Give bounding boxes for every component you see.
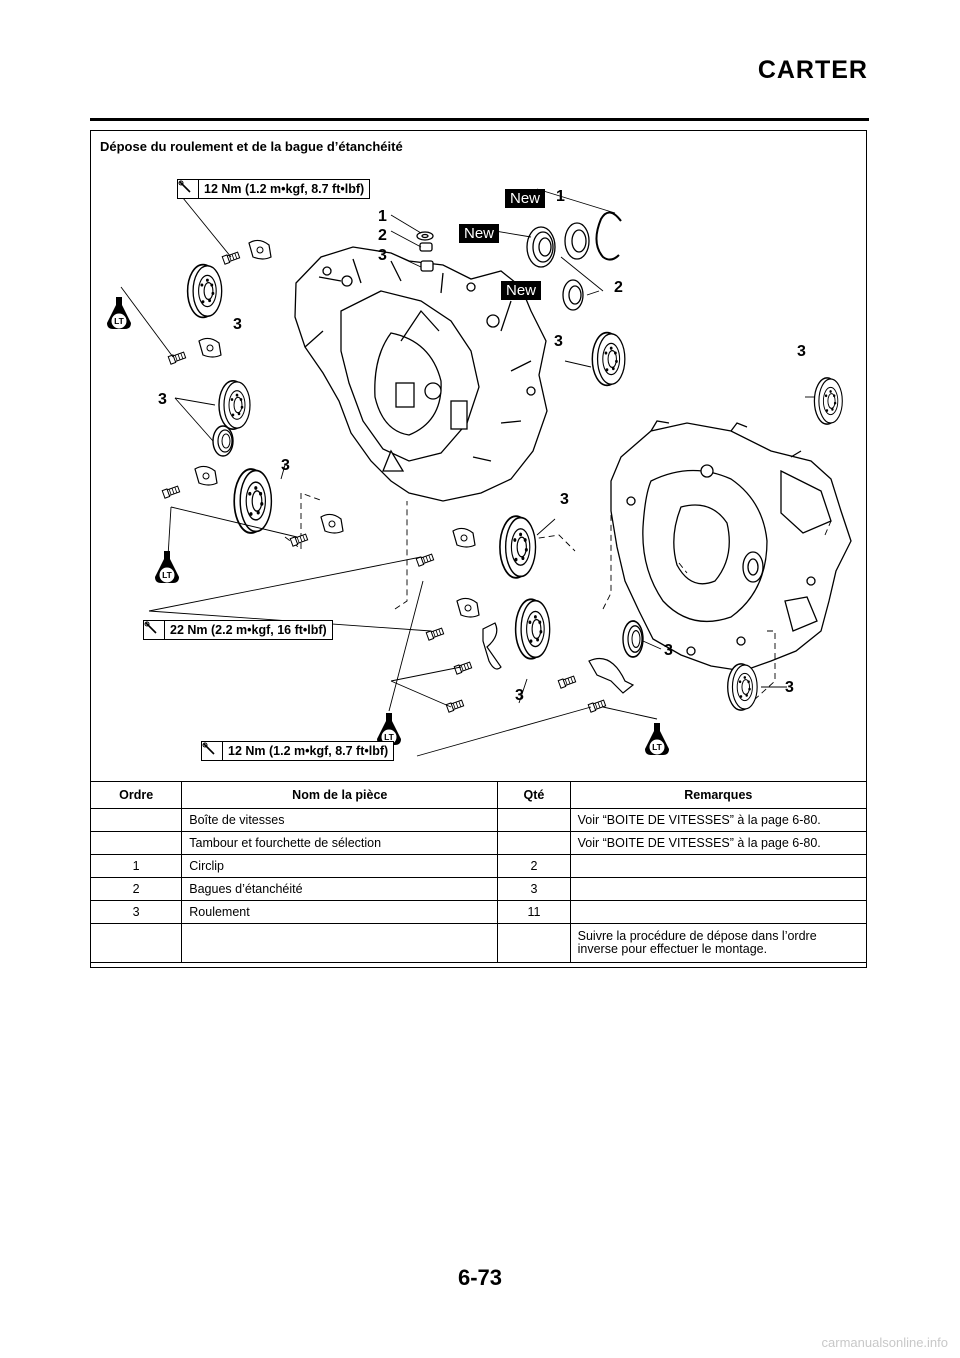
new-part-tag: New [505, 189, 546, 208]
order-cell: 3 [89, 900, 183, 924]
torque-wrench-icon [144, 621, 165, 639]
table-row: 1 Circlip 2 [89, 854, 868, 878]
column-header: Qté [497, 781, 571, 809]
torque-spec-middle: 22 Nm (2.2 m•kgf, 16 ft•lbf) [143, 620, 333, 640]
torque-spec-top: 12 Nm (1.2 m•kgf, 8.7 ft•lbf) [177, 179, 371, 199]
callout-number: 3 [554, 333, 563, 350]
torque-value: 12 Nm (1.2 m•kgf, 8.7 ft•lbf) [228, 744, 389, 758]
quantity-cell: 3 [497, 877, 571, 901]
torque-wrench-icon [178, 180, 199, 198]
order-cell [89, 808, 183, 832]
part-name-cell: Roulement [181, 900, 499, 924]
callout-number: 3 [233, 316, 242, 333]
lt-label: LT [652, 742, 663, 752]
quantity-cell [497, 808, 571, 832]
order-cell [89, 831, 183, 855]
quantity-cell: 2 [497, 854, 571, 878]
remarks-cell [569, 877, 868, 901]
torque-value: 12 Nm (1.2 m•kgf, 8.7 ft•lbf) [204, 182, 365, 196]
callout-number: 3 [785, 679, 794, 696]
remarks-cell [569, 854, 868, 878]
top-parts [416, 211, 622, 311]
table-row: Tambour et fourchette de sélection Voir … [89, 831, 868, 855]
lt-label: LT [384, 732, 395, 742]
column-header: Remarques [569, 781, 868, 809]
page-title: CARTER [757, 56, 868, 84]
column-header: Ordre [89, 781, 183, 809]
exploded-view-diagram: LT LT LT LT 12 Nm (1.2 m•kgf, 8.7 ft•lbf… [91, 161, 868, 781]
callout-number: 3 [158, 391, 167, 408]
table-row: Suivre la procédure de dépose dans l’ord… [89, 923, 868, 963]
callout-number: 1 [556, 188, 565, 205]
callout-number: 3 [797, 343, 806, 360]
order-cell [89, 923, 183, 963]
callout-number: 3 [281, 457, 290, 474]
left-parts [161, 239, 844, 713]
remarks-cell: Suivre la procédure de dépose dans l’ord… [569, 923, 868, 963]
quantity-cell [497, 923, 571, 963]
lt-label: LT [162, 570, 173, 580]
part-name-cell [181, 923, 499, 963]
table-row: 2 Bagues d’étanchéité 3 [89, 877, 868, 901]
remarks-cell: Voir “BOITE DE VITESSES” à la page 6-80. [569, 831, 868, 855]
callout-number: 2 [378, 227, 387, 244]
callout-number: 3 [664, 642, 673, 659]
part-name-cell: Circlip [181, 854, 499, 878]
right-crankcase [610, 420, 852, 672]
order-cell: 2 [89, 877, 183, 901]
part-name-cell: Bagues d’étanchéité [181, 877, 499, 901]
quantity-cell: 11 [497, 900, 571, 924]
part-name-cell: Boîte de vitesses [181, 808, 499, 832]
callout-number: 1 [378, 208, 387, 225]
remarks-cell [569, 900, 868, 924]
callout-number: 3 [515, 687, 524, 704]
new-part-tag: New [501, 281, 542, 300]
watermark: carmanualsonline.info [821, 1335, 948, 1350]
torque-value: 22 Nm (2.2 m•kgf, 16 ft•lbf) [170, 623, 327, 637]
torque-wrench-icon [202, 742, 223, 760]
column-header: Nom de la pièce [181, 781, 499, 809]
order-cell: 1 [89, 854, 183, 878]
page-number: 6-73 [457, 1265, 503, 1290]
lt-label: LT [114, 316, 125, 326]
callout-number: 3 [378, 247, 387, 264]
section-heading: Dépose du roulement et de la bague d’éta… [100, 139, 403, 154]
parts-table: Ordre Nom de la pièce Qté Remarques Boît… [89, 781, 868, 963]
quantity-cell [497, 831, 571, 855]
table-header-row: Ordre Nom de la pièce Qté Remarques [89, 781, 868, 809]
part-name-cell: Tambour et fourchette de sélection [181, 831, 499, 855]
title-rule [90, 118, 869, 121]
remarks-cell: Voir “BOITE DE VITESSES” à la page 6-80. [569, 808, 868, 832]
new-part-tag: New [459, 224, 500, 243]
torque-spec-bottom: 12 Nm (1.2 m•kgf, 8.7 ft•lbf) [201, 741, 395, 761]
diagram-drawing: LT LT LT LT [107, 188, 852, 757]
table-row: 3 Roulement 11 [89, 900, 868, 924]
callout-number: 2 [614, 279, 623, 296]
callout-number: 3 [560, 491, 569, 508]
left-crankcase [294, 246, 548, 502]
procedure-frame: Dépose du roulement et de la bague d’éta… [89, 130, 868, 968]
table-row: Boîte de vitesses Voir “BOITE DE VITESSE… [89, 808, 868, 832]
